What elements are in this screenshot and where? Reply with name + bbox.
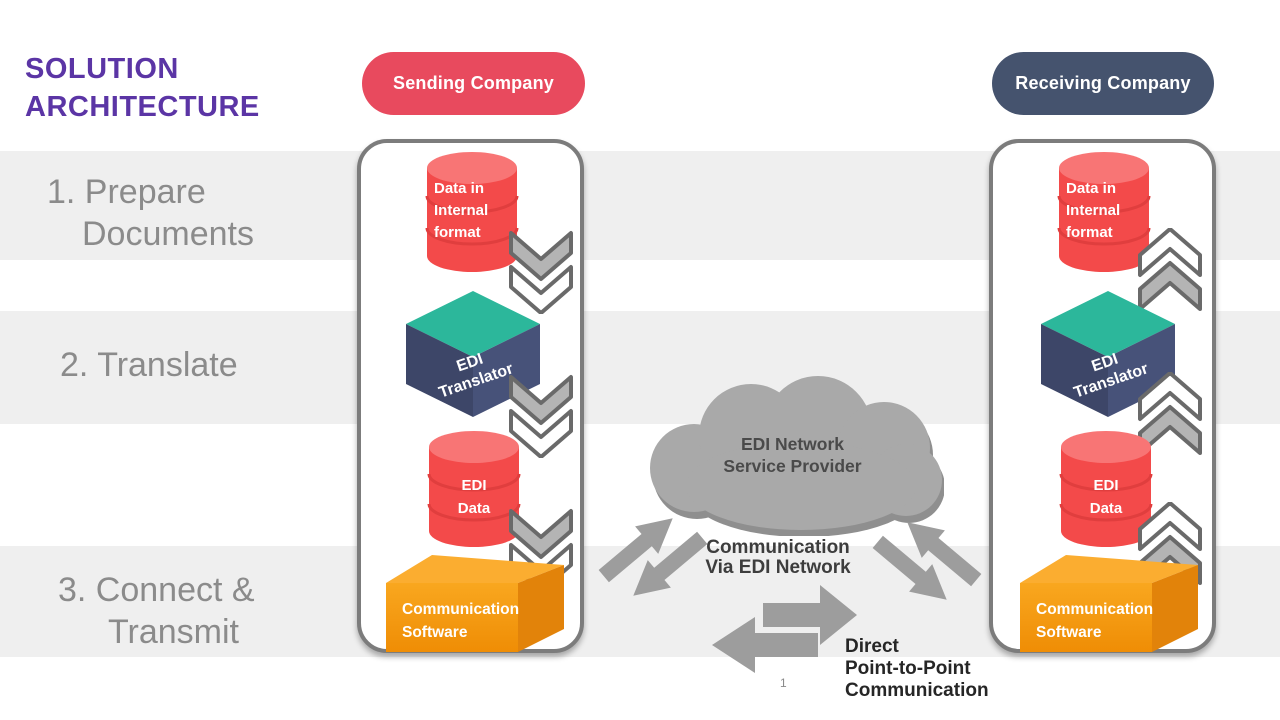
database-icon <box>427 431 521 547</box>
edi-network-cloud <box>646 376 945 541</box>
internal-data-label: Data in Internal format <box>1066 180 1121 241</box>
direct-communication-caption: Direct Point-to-Point Communication <box>845 636 989 701</box>
communication-software-box: Communication Software <box>386 553 564 652</box>
cloud-icon <box>650 376 945 537</box>
communication-software-label: Communication Software <box>1036 601 1154 641</box>
edi-translator-cube: EDI Translator <box>406 291 540 417</box>
database-icon <box>1059 431 1153 547</box>
page-title-line2: ARCHITECTURE <box>25 91 260 123</box>
edi-data-database: EDI Data <box>427 430 521 548</box>
communication-software-box: Communication Software <box>1020 553 1198 652</box>
database-icon <box>1057 152 1151 272</box>
sending-company-badge: Sending Company <box>362 52 585 115</box>
chevron-up-icon <box>1137 371 1203 461</box>
step-2-label: 2. Translate <box>60 346 238 384</box>
internal-data-database: Data in Internal format <box>1057 151 1151 273</box>
cube-icon <box>406 291 540 417</box>
edi-translator-cube: EDI Translator <box>1041 291 1175 417</box>
step-1-label: 1. Prepare Documents <box>47 173 254 253</box>
point-to-point-arrows-icon <box>705 580 865 685</box>
two-way-arrow-left-icon <box>588 492 718 627</box>
edi-data-database: EDI Data <box>1059 430 1153 548</box>
two-way-arrow-right-icon <box>862 496 992 631</box>
package-icon <box>1020 555 1198 652</box>
communication-software-label: Communication Software <box>402 601 520 641</box>
step-3-label: 3. Connect & Transmit <box>58 571 255 651</box>
package-icon <box>386 555 564 652</box>
via-edi-network-caption: Communication Via EDI Network <box>705 537 851 578</box>
page-number: 1 <box>780 676 787 690</box>
edi-data-label: EDI Data <box>457 477 491 517</box>
page-title-line1: SOLUTION <box>25 53 179 85</box>
sending-company-container: Data in Internal format EDI Translator <box>357 139 584 653</box>
cube-icon <box>1041 291 1175 417</box>
chevron-up-icon <box>1137 501 1203 591</box>
chevron-down-icon <box>508 230 574 319</box>
chevron-down-icon <box>508 374 574 463</box>
receiving-company-container: Data in Internal format EDI Translator <box>989 139 1216 653</box>
internal-data-label: Data in Internal format <box>434 180 489 241</box>
internal-data-database: Data in Internal format <box>425 151 519 273</box>
receiving-company-badge: Receiving Company <box>992 52 1214 115</box>
edi-data-label: EDI Data <box>1089 477 1123 517</box>
cloud-label: EDI Network Service Provider <box>723 434 862 476</box>
page-title: SOLUTION ARCHITECTURE <box>25 50 260 126</box>
